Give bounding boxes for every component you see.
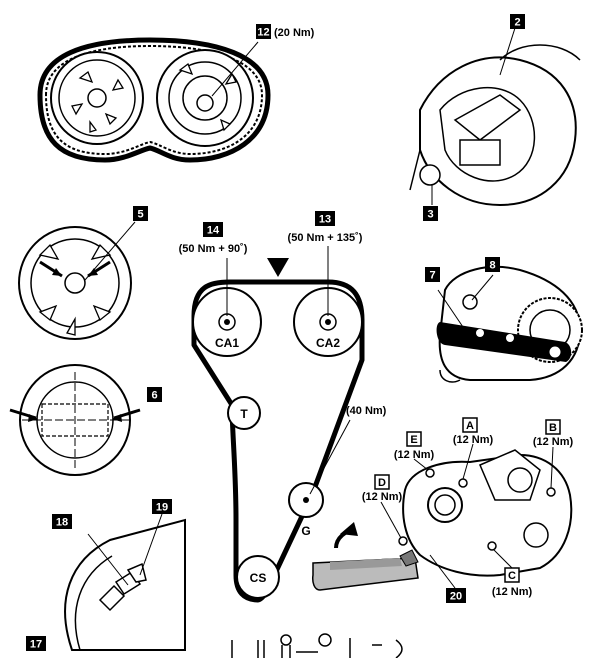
svg-text:E: E (410, 434, 417, 446)
svg-text:C: C (508, 570, 516, 582)
camshaft-sprockets-illustration (37, 37, 271, 163)
pulley-cs-label: CS (250, 571, 267, 585)
crank-gear-detail (64, 513, 186, 651)
torque-12: (20 Nm) (274, 27, 315, 39)
leader-g (309, 419, 351, 495)
svg-text:17: 17 (30, 639, 42, 651)
callout-13: 13 (315, 211, 335, 226)
callout-18: 18 (52, 514, 72, 529)
torque-13: (50 Nm + 135˚) (288, 232, 363, 244)
pulley-ca1-label: CA1 (215, 336, 239, 350)
svg-text:19: 19 (156, 502, 168, 514)
torque-a: (12 Nm) (453, 434, 494, 446)
camshaft-locking-tool-illustration (436, 266, 583, 383)
torque-b: (12 Nm) (533, 436, 574, 448)
callout-2: 2 (510, 14, 525, 29)
pulley-cs: CS (236, 555, 280, 599)
torque-g: (40 Nm) (346, 405, 387, 417)
sprocket-lock-detail (18, 221, 136, 340)
pulley-alignment-detail (9, 364, 141, 476)
callout-a: A (462, 417, 478, 433)
engine-detail-illustration (409, 27, 581, 207)
callout-14: 14 (203, 222, 223, 237)
callout-b: B (545, 419, 561, 435)
svg-text:6: 6 (151, 390, 157, 402)
callout-d: D (374, 474, 390, 490)
timing-mark-triangle-icon (267, 258, 289, 277)
svg-text:5: 5 (137, 209, 143, 221)
svg-text:2: 2 (514, 17, 520, 29)
callout-20: 20 (446, 588, 466, 603)
svg-text:14: 14 (207, 225, 220, 237)
callout-e: E (406, 431, 422, 447)
svg-text:13: 13 (319, 214, 331, 226)
cropped-bottom-illustration (231, 633, 403, 658)
svg-text:7: 7 (429, 270, 435, 282)
callout-19: 19 (152, 499, 172, 514)
svg-text:8: 8 (489, 260, 495, 272)
svg-text:D: D (378, 477, 386, 489)
pulley-ca2: CA2 (293, 287, 363, 357)
pulley-g: G (288, 482, 324, 538)
torque-c: (12 Nm) (492, 586, 533, 598)
torque-14: (50 Nm + 90˚) (179, 243, 248, 255)
pulley-t: T (227, 396, 261, 430)
pulley-ca2-label: CA2 (316, 336, 340, 350)
callout-8: 8 (485, 257, 500, 272)
torque-e: (12 Nm) (394, 449, 435, 461)
svg-text:12: 12 (257, 27, 269, 39)
pulley-t-label: T (240, 407, 248, 421)
svg-text:18: 18 (56, 517, 68, 529)
callout-3: 3 (423, 206, 438, 221)
pulley-g-label: G (301, 524, 310, 538)
callout-12: 12 (256, 24, 271, 39)
callout-17: 17 (26, 636, 46, 651)
tension-tool-illustration (312, 522, 419, 591)
svg-text:20: 20 (450, 591, 462, 603)
callout-5: 5 (133, 206, 148, 221)
svg-text:3: 3 (427, 209, 433, 221)
rotation-arrow-icon (340, 522, 358, 536)
callout-7: 7 (425, 267, 440, 282)
water-pump-illustration (380, 443, 573, 589)
svg-text:B: B (549, 422, 557, 434)
callout-c: C (504, 567, 520, 583)
callout-6: 6 (147, 387, 162, 402)
svg-text:A: A (466, 420, 474, 432)
torque-d: (12 Nm) (362, 491, 403, 503)
